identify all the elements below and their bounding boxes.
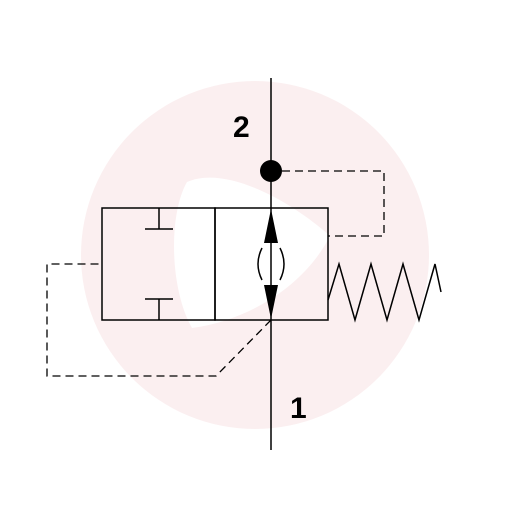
spring-symbol <box>327 261 442 323</box>
junction-dot <box>260 160 282 182</box>
watermark-inner-shape <box>174 177 330 328</box>
pilot-line-bottom <box>46 263 272 377</box>
blocked-port-top <box>145 208 173 230</box>
flow-arrow-up <box>264 209 278 243</box>
valve-body-right-envelope <box>214 207 329 321</box>
port-label-2: 2 <box>233 111 250 144</box>
orifice-symbol <box>257 247 285 281</box>
pilot-line-top <box>282 170 385 237</box>
blocked-port-bottom <box>145 298 173 320</box>
watermark-logo <box>81 81 429 429</box>
flow-arrow-down <box>264 285 278 319</box>
port-label-1: 1 <box>290 392 307 425</box>
